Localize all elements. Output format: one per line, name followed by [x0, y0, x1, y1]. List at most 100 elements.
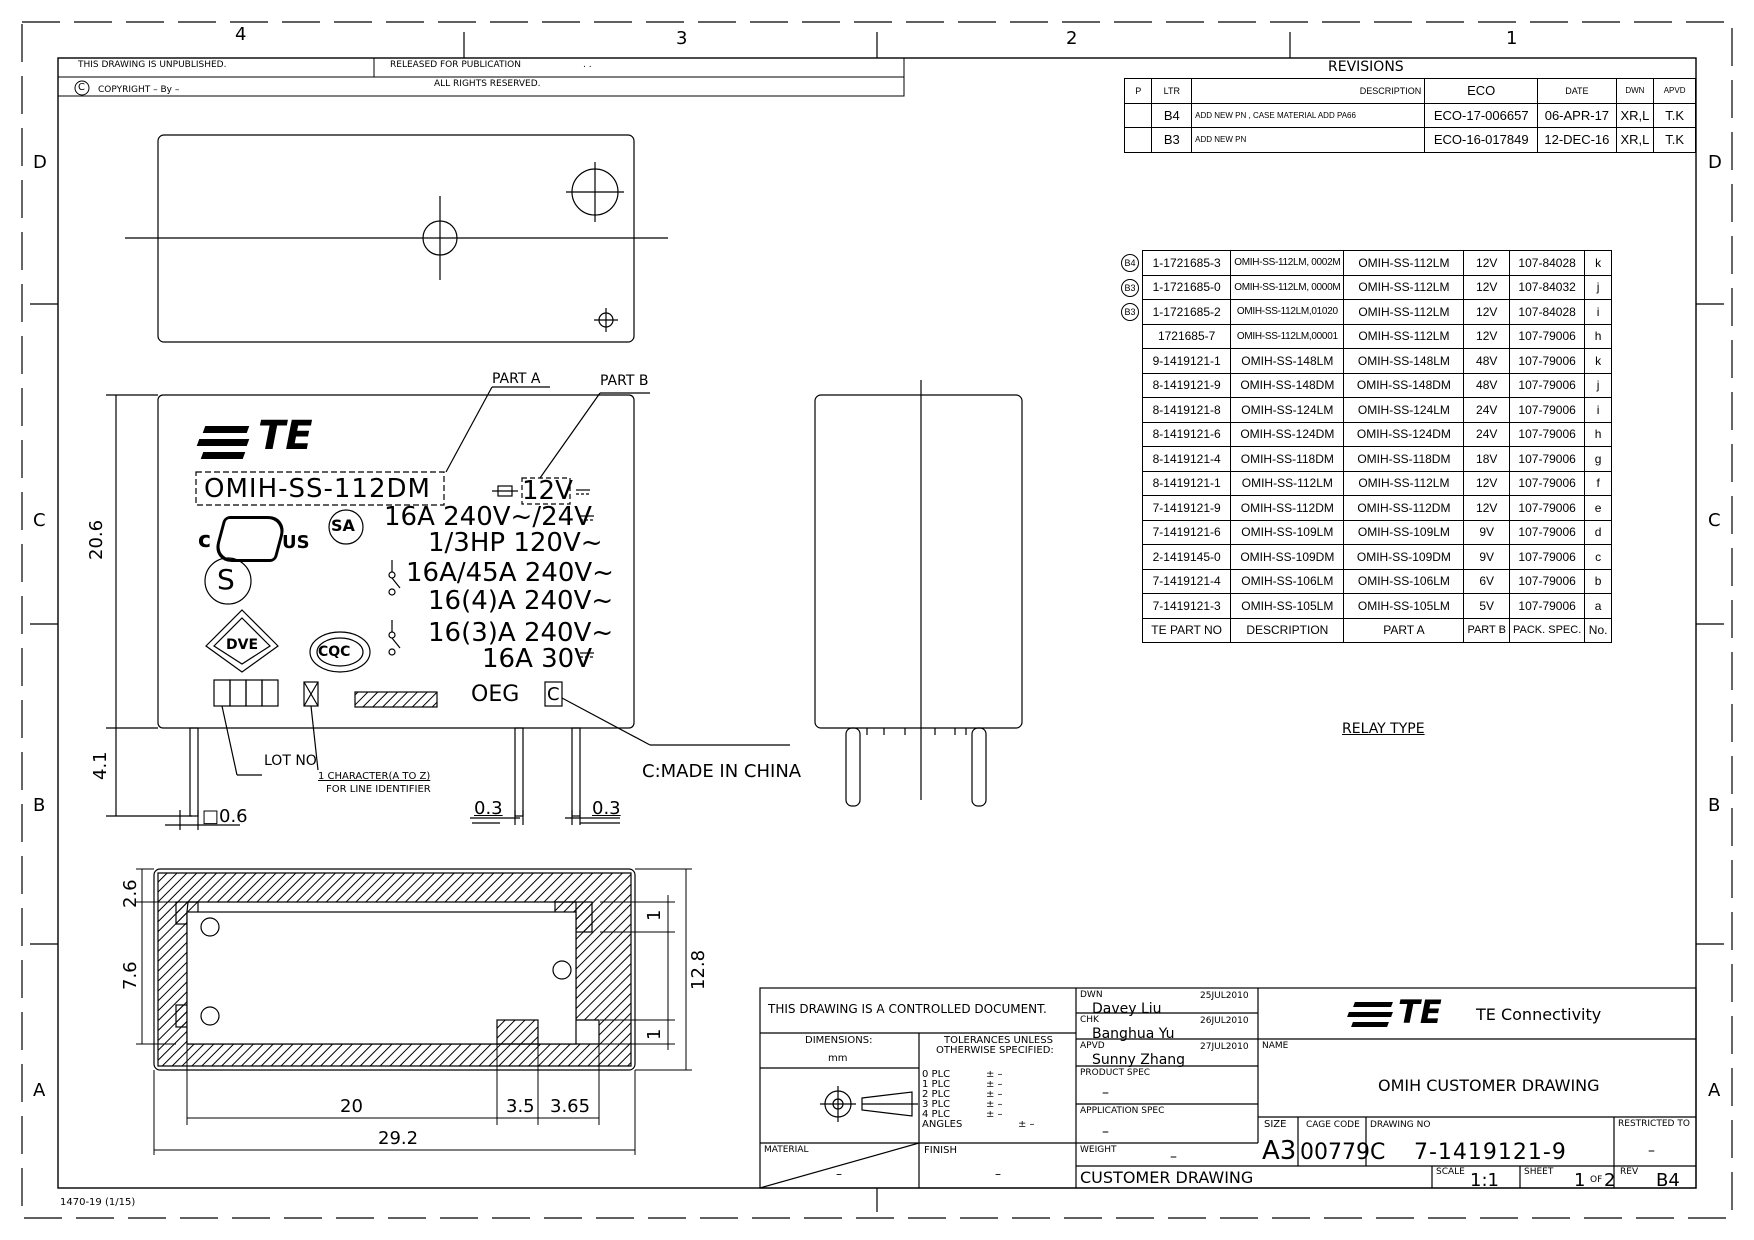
parts-cell-desc: OMIH-SS-148DM	[1230, 372, 1345, 398]
application-spec-value: –	[1102, 1124, 1109, 1140]
angles-pm: ± –	[1018, 1119, 1035, 1130]
part-b-callout: PART B	[600, 373, 649, 389]
chk-name: Banghua Yu	[1092, 1026, 1175, 1042]
parts-cell-part-a: OMIH-SS-112LM	[1343, 470, 1465, 496]
restricted-value: –	[1648, 1143, 1655, 1159]
apvd-label: APVD	[1080, 1041, 1105, 1051]
lot-no-callout: LOT NO	[264, 753, 317, 769]
parts-cell-desc: OMIH-SS-105LM	[1230, 593, 1345, 619]
parts-cell-part-a: OMIH-SS-112LM	[1343, 323, 1465, 349]
parts-cell-pn: 7-1419121-3	[1141, 593, 1232, 619]
revisions-header-row: P LTR DESCRIPTION ECO DATE DWN APVD	[1123, 78, 1696, 104]
parts-cell-part-a: OMIH-SS-112LM	[1343, 250, 1465, 276]
rev-col-ltr: LTR	[1151, 78, 1193, 104]
parts-cell-part-a: OMIH-SS-112LM	[1343, 274, 1465, 300]
cage-code-label: CAGE CODE	[1306, 1120, 1360, 1130]
parts-cell-part-a: OMIH-SS-124LM	[1343, 397, 1465, 423]
revision-row: B3 ADD NEW PN ECO-16-017849 12-DEC-16 XR…	[1123, 127, 1696, 153]
pm-1: ± –	[986, 1079, 1003, 1090]
rev-eco: ECO-16-017849	[1424, 127, 1539, 153]
parts-cell-part-b: 12V	[1463, 274, 1510, 300]
parts-pn-text: 1-1721685-3	[1152, 255, 1221, 270]
te-logo-icon	[196, 424, 254, 462]
zone-row-a-left: A	[33, 1080, 46, 1101]
parts-cell-pack: 107-79006	[1508, 544, 1586, 570]
rev-col-date: DATE	[1537, 78, 1617, 104]
product-spec-value: –	[1102, 1085, 1109, 1101]
parts-cell-no: i	[1584, 299, 1612, 325]
parts-cell-part-b: 12V	[1463, 495, 1510, 521]
parts-cell-no: b	[1584, 568, 1612, 594]
otherwise-label: OTHERWISE SPECIFIED:	[936, 1045, 1054, 1056]
parts-cell-pn: 8-1419121-8	[1141, 397, 1232, 423]
parts-cell-desc: OMIH-SS-112LM	[1230, 470, 1345, 496]
parts-cell-part-b: 9V	[1463, 544, 1510, 570]
parts-cell-desc: OMIH-SS-112LM, 0000M	[1230, 274, 1345, 300]
rev-dwn: XR,L	[1615, 127, 1655, 153]
parts-cell-no: c	[1584, 544, 1612, 570]
dwn-label: DWN	[1080, 990, 1103, 1000]
parts-cell-pack: 107-79006	[1508, 323, 1586, 349]
oeg-text: OEG	[471, 682, 520, 707]
of-value: 2	[1604, 1170, 1616, 1191]
parts-cell-no: j	[1584, 274, 1612, 300]
parts-cell-pack: 107-79006	[1508, 495, 1586, 521]
rev-date: 06-APR-17	[1537, 102, 1617, 128]
title-te-logo-text: TE	[1398, 993, 1442, 1031]
product-spec-label: PRODUCT SPEC	[1080, 1068, 1151, 1078]
parts-cell-part-b: 5V	[1463, 593, 1510, 619]
sheet-label: SHEET	[1524, 1167, 1554, 1177]
parts-cell-no: h	[1584, 323, 1612, 349]
line-identifier-box: X	[308, 690, 314, 699]
ul-mark-icon	[211, 516, 289, 562]
revision-badge: B3	[1121, 278, 1139, 297]
title-te-logo-icon	[1347, 1000, 1398, 1030]
parts-cell-pn: 7-1419121-6	[1141, 519, 1232, 545]
dim-pin-0-3-a: 0.3	[474, 798, 503, 819]
rev-label: REV	[1620, 1167, 1639, 1177]
csa-mark: SA	[331, 516, 355, 535]
apvd-name: Sunny Zhang	[1092, 1052, 1186, 1068]
parts-cell-pack: 107-79006	[1508, 372, 1586, 398]
parts-cell-part-b: 24V	[1463, 397, 1510, 423]
rating-line-1: 16A 240V~/24V	[384, 502, 592, 532]
parts-cell-part-a: OMIH-SS-148DM	[1343, 372, 1465, 398]
rev-dwn: XR,L	[1615, 102, 1655, 128]
country-code-box: C	[547, 684, 560, 705]
pm-3: ± –	[986, 1099, 1003, 1110]
parts-cell-pn: 8-1419121-9	[1141, 372, 1232, 398]
parts-cell-desc: OMIH-SS-112LM, 0002M	[1230, 250, 1345, 276]
parts-cell-pack: 107-79006	[1508, 397, 1586, 423]
rating-line-3: 16A/45A 240V~	[406, 558, 614, 588]
parts-cell-pack: 107-79006	[1508, 421, 1586, 447]
part-a-callout: PART A	[492, 371, 541, 387]
revisions-table: P LTR DESCRIPTION ECO DATE DWN APVD B4 A…	[1123, 78, 1696, 153]
plc-2: 2 PLC	[922, 1089, 951, 1100]
parts-cell-pack: 107-79006	[1508, 446, 1586, 472]
parts-cell-part-a: OMIH-SS-118DM	[1343, 446, 1465, 472]
parts-cell-part-a: OMIH-SS-112DM	[1343, 495, 1465, 521]
parts-footer-row: TE PART NO DESCRIPTION PART A PART B PAC…	[1141, 617, 1612, 643]
rev-desc: ADD NEW PN	[1191, 127, 1426, 153]
dim-20: 20	[340, 1096, 363, 1117]
parts-cell-no: g	[1584, 446, 1612, 472]
parts-cell-pack: 107-79006	[1508, 519, 1586, 545]
parts-cell-part-b: 12V	[1463, 323, 1510, 349]
cqc-mark: CQC	[318, 644, 351, 660]
drawing-name: OMIH CUSTOMER DRAWING	[1378, 1076, 1600, 1095]
rights-note: ALL RIGHTS RESERVED.	[434, 79, 541, 89]
revision-row: B4 ADD NEW PN , CASE MATERIAL ADD PA66 E…	[1123, 102, 1696, 128]
rev-ltr: B4	[1151, 102, 1193, 128]
parts-cell-part-a: OMIH-SS-124DM	[1343, 421, 1465, 447]
rev-apvd: T.K	[1653, 127, 1696, 153]
